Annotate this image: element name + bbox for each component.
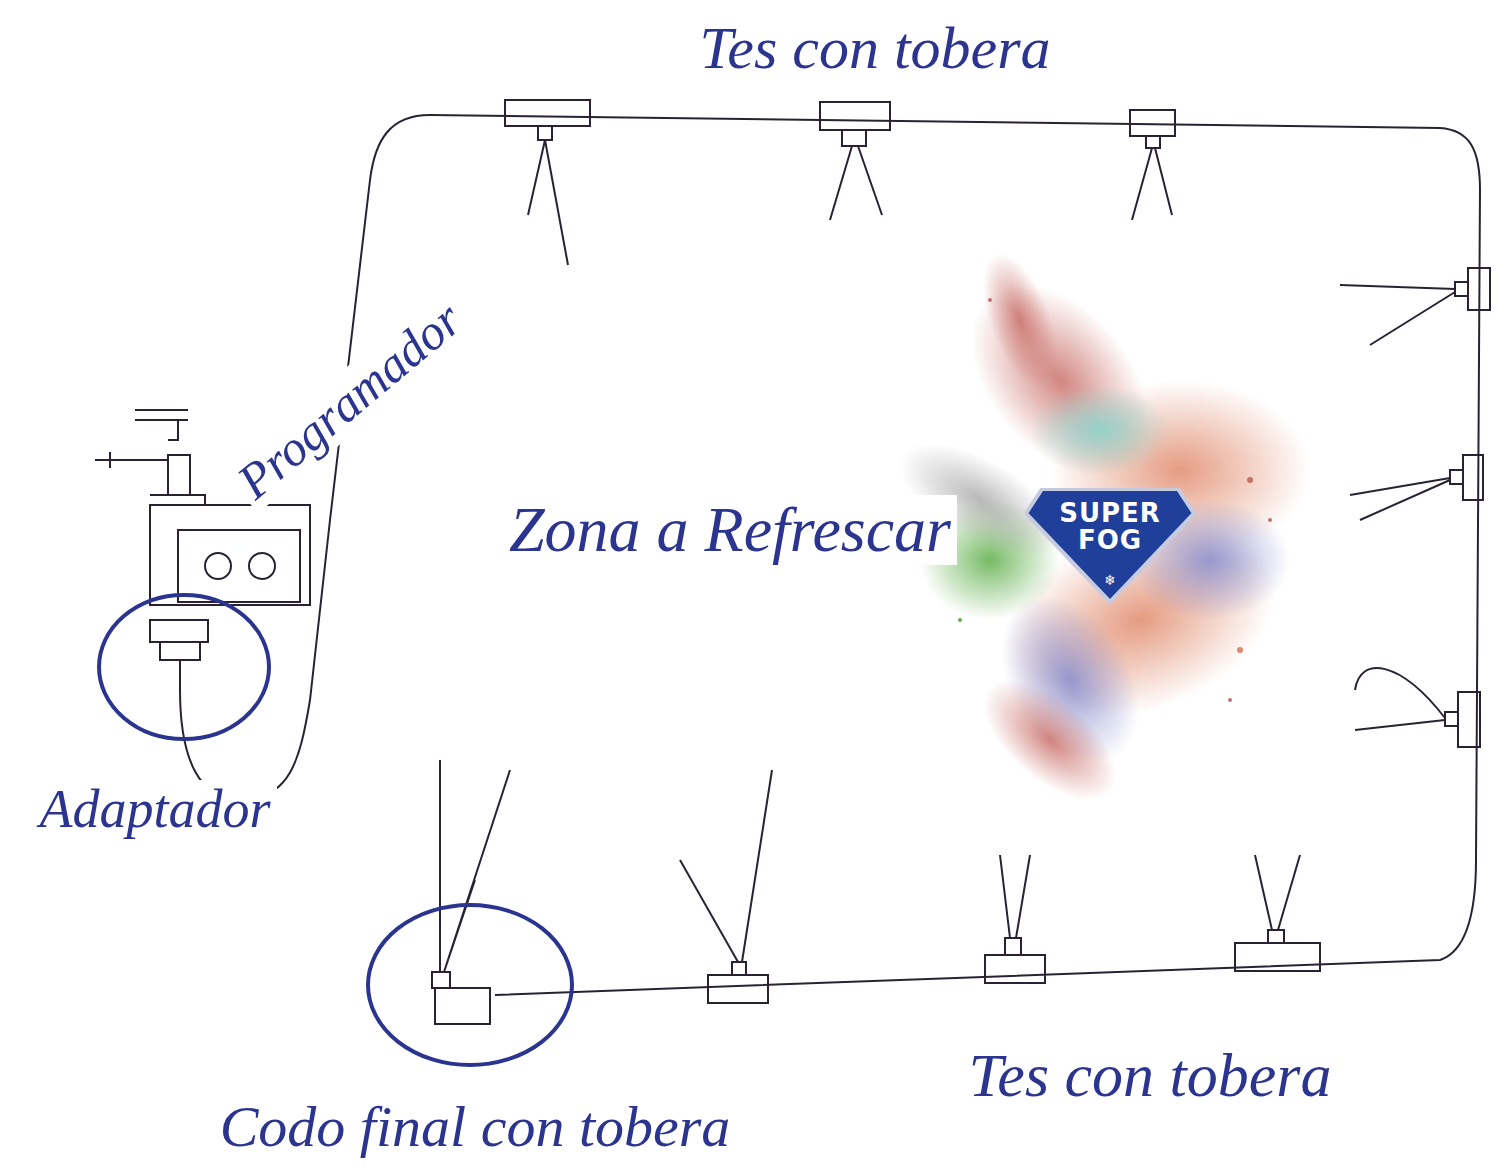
callout-label: Programador	[223, 287, 477, 512]
logo-diamond: ❄ SUPER FOG	[1025, 488, 1195, 603]
callout-label: Codo final con tobera	[214, 1095, 737, 1159]
logo-text: SUPER FOG	[1055, 500, 1165, 555]
callout-label: Tes con tobera	[963, 1041, 1338, 1109]
svg-text:❄: ❄	[1104, 572, 1116, 588]
callout-label: Adaptador	[33, 780, 276, 839]
callout-label: Zona a Refrescar	[503, 495, 957, 565]
callout-label: Tes con tobera	[693, 15, 1056, 81]
